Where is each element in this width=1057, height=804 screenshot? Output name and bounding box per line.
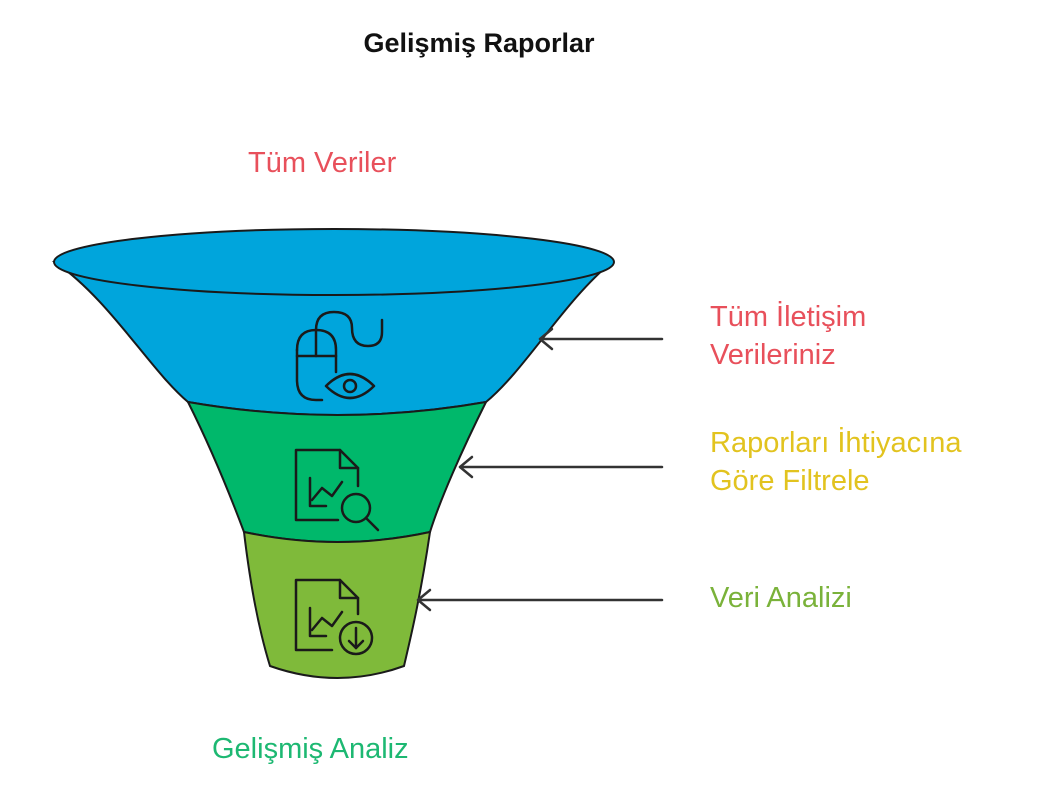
funnel-stage-2 [186,400,488,543]
stage-2-label: Raporları İhtiyacına Göre Filtrele [710,424,961,500]
funnel-top-label: Tüm Veriler [248,147,397,179]
stage-3-label-line-1: Veri Analizi [710,582,852,614]
stage-2-label-line-1: Raporları İhtiyacına [710,427,962,459]
mouse-eye-icon [295,310,384,402]
diagram-title: Gelişmiş Raporlar [363,28,595,58]
report-download-icon [294,578,374,656]
stage-2-label-line-2: Göre Filtrele [710,465,870,497]
stage-1-label: Tüm İletişim Verileriniz [710,298,866,374]
arrow-stage-2 [458,455,664,479]
funnel-rim [53,228,615,296]
stage-3-label: Veri Analizi [710,579,852,617]
arrow-stage-3 [416,588,664,612]
funnel-stage-3 [242,530,432,679]
funnel-bottom-label: Gelişmiş Analiz [212,733,409,765]
stage-1-label-line-2: Verileriniz [710,339,836,371]
arrow-stage-1 [538,327,664,351]
report-search-icon [294,448,380,532]
stage-1-label-line-1: Tüm İletişim [710,301,867,333]
